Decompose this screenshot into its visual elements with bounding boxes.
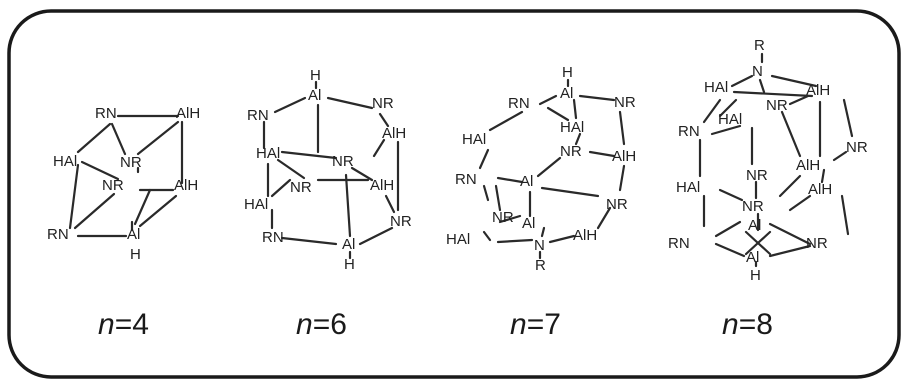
atom-alh-top-right: AlH (176, 105, 200, 122)
caption-n4-var: n (98, 308, 115, 341)
atom-r-top: R (754, 37, 765, 54)
atom-al-bottom: Al (342, 236, 355, 253)
atom-alh-right: AlH (612, 148, 636, 165)
atom-al-lower: Al (522, 215, 535, 232)
caption-n8-var: n (722, 308, 739, 341)
atom-alh-right: AlH (174, 177, 198, 194)
bonds (478, 78, 626, 260)
atom-nr-lower-right: NR (606, 196, 628, 213)
caption-n4: n=4 (98, 308, 149, 341)
bonds (262, 80, 400, 260)
atom-nr-lower-right: NR (390, 213, 412, 230)
atom-al-bottom: Al (127, 226, 140, 243)
structure-n8: R N HAl AlH NR HAl RN AlH NR NR HAl AlH … (668, 37, 868, 284)
atom-nr-lower-left: NR (290, 179, 312, 196)
atom-al-top: Al (308, 87, 321, 104)
atom-nr-top-right: NR (614, 94, 636, 111)
atom-al-top: Al (560, 85, 573, 102)
atom-alh-right: AlH (796, 157, 820, 174)
atom-nr-center: NR (746, 167, 768, 184)
atom-r-bottom: R (535, 257, 546, 274)
atom-h-bottom: H (130, 246, 141, 263)
atom-alh-bottom: AlH (573, 227, 597, 244)
atom-n-bottom: N (534, 237, 545, 254)
caption-n7-var: n (510, 308, 527, 341)
caption-n6: n=6 (296, 308, 347, 341)
structure-n4: RN AlH HAl NR NR AlH RN Al H (47, 105, 200, 263)
atom-rn-bottom-left: RN (668, 235, 690, 252)
atom-nr-bottom-right: NR (806, 235, 828, 252)
atom-hal-left: HAl (53, 153, 77, 170)
atom-alh-mid-right: AlH (808, 181, 832, 198)
caption-n8: n=8 (722, 308, 773, 341)
figure-frame (7, 9, 901, 379)
caption-n4-eq: =4 (115, 308, 149, 341)
atom-hal-mid-left: HAl (676, 179, 700, 196)
atom-nr-top-center: NR (766, 97, 788, 114)
atom-rn-upper-left: RN (247, 107, 269, 124)
atom-nr-center: NR (560, 143, 582, 160)
atom-hal-mid-left: HAl (256, 145, 280, 162)
atom-alh-top-right: AlH (806, 82, 830, 99)
atom-h-bottom: H (344, 256, 355, 273)
atom-rn-upper-left: RN (678, 123, 700, 140)
atom-nr-upper-right: NR (372, 95, 394, 112)
atom-rn-top-left: RN (508, 95, 530, 112)
atom-h-bottom: H (750, 267, 761, 284)
atom-hal-lower-left: HAl (244, 196, 268, 213)
atom-hal-upper-left: HAl (462, 131, 486, 148)
atom-hal-bottom-left: HAl (446, 231, 470, 248)
atom-rn-top-left: RN (95, 105, 117, 122)
caption-n8-eq: =8 (739, 308, 773, 341)
atom-hal-upper-center: HAl (560, 119, 584, 136)
caption-n7: n=7 (510, 308, 561, 341)
bonds (698, 52, 854, 268)
atom-h-top: H (310, 67, 321, 84)
atom-nr-center: NR (120, 154, 142, 171)
atom-n-top: N (752, 63, 763, 80)
atom-hal-top-left: HAl (704, 79, 728, 96)
atom-rn-mid-left: RN (455, 171, 477, 188)
atom-hal-upper: HAl (718, 111, 742, 128)
bonds (68, 114, 184, 238)
caption-n6-var: n (296, 308, 313, 341)
atom-h-top: H (562, 64, 573, 81)
structure-n6: H Al RN NR HAl AlH NR AlH HAl NR RN NR A… (244, 67, 412, 273)
atom-al-center: Al (520, 173, 533, 190)
caption-n7-eq: =7 (527, 308, 561, 341)
caption-n6-eq: =6 (313, 308, 347, 341)
atom-nr-right: NR (846, 139, 868, 156)
atom-nr-lower: NR (102, 177, 124, 194)
atom-rn-bottom-left: RN (47, 226, 69, 243)
structure-n7: H RN Al NR HAl HAl NR AlH RN Al NR NR Al… (446, 64, 636, 274)
atom-alh-upper-right: AlH (382, 125, 406, 142)
atom-al-bottom: Al (746, 249, 759, 266)
atom-nr-lower-left: NR (492, 209, 514, 226)
atom-alh-center-right: AlH (370, 177, 394, 194)
atom-nr-lower-center: NR (742, 198, 764, 215)
atom-al-lower: Al (748, 217, 761, 234)
atom-nr-center: NR (332, 153, 354, 170)
atom-rn-bottom-left: RN (262, 229, 284, 246)
